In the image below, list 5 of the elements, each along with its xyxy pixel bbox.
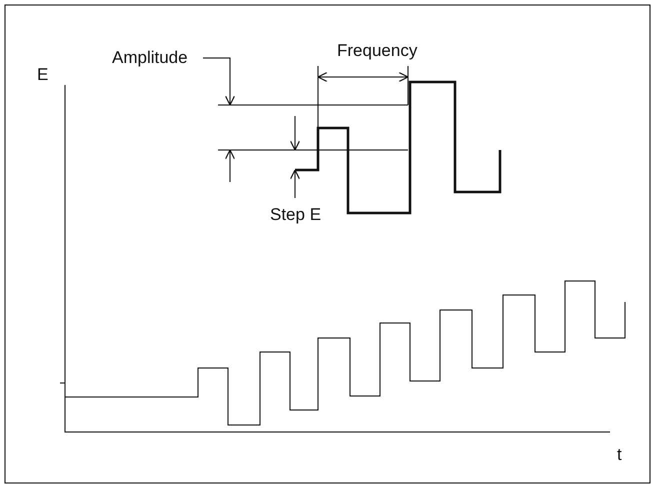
frequency-label: Frequency: [337, 42, 418, 59]
step-label: Step E: [270, 206, 322, 223]
amplitude-label: Amplitude: [112, 49, 188, 66]
axis-label: E: [37, 66, 48, 83]
axis-label: t: [617, 446, 622, 463]
